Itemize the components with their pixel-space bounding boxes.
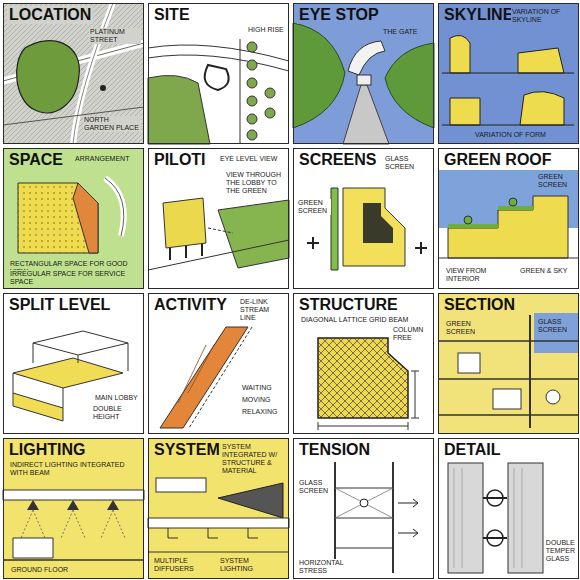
sketch-annotation: THE GATE	[382, 28, 418, 36]
sketch-panel: PILOTI EYE LEVEL VIEW VIEW THROUGH THE LOB…	[148, 148, 289, 289]
space-sketch	[3, 148, 144, 289]
system-sketch	[148, 438, 289, 579]
sketch-panel: TENSION GLASS SCREEN HORIZONTAL STRESS	[293, 438, 434, 579]
panel-title: SPACE	[7, 151, 65, 169]
activity-sketch	[148, 293, 289, 434]
sketch-annotation: GREEN SCREEN	[445, 320, 497, 336]
sketch-annotation: IRREGULAR SPACE FOR SERVICE SPACE	[9, 270, 141, 286]
sketch-annotation: DOUBLE TEMPER GLASS	[545, 539, 578, 563]
panel-title: SPLIT LEVEL	[7, 296, 112, 314]
piloti-sketch	[148, 148, 289, 289]
split-level-sketch	[3, 293, 144, 434]
panel-title: ACTIVITY	[152, 296, 229, 314]
sketch-annotation: GREEN SCREEN	[297, 199, 331, 215]
sketch-panel: SKYLINEVARIATION OF SKYLINE VARIATION OF …	[438, 3, 579, 144]
panel-title: LIGHTING	[7, 441, 87, 459]
panel-title: SITE	[152, 6, 192, 24]
sketch-annotation: HORIZONTAL STRESS	[298, 559, 360, 575]
panel-title: STRUCTURE	[297, 296, 400, 314]
sketch-annotation: DE-LINK STREAM LINE	[239, 298, 287, 322]
sketch-annotation: GLASS SCREEN	[298, 479, 334, 495]
sketch-annotation: COLUMN FREE	[392, 326, 433, 342]
panel-title: SECTION	[442, 296, 517, 314]
sketch-annotation: RELAXING	[241, 408, 278, 416]
sketch-annotation: VIEW FROM INTERIOR	[445, 267, 517, 283]
sketch-annotation: EYE LEVEL VIEW	[219, 155, 278, 163]
screens-sketch	[293, 148, 434, 289]
lighting-sketch	[3, 438, 144, 579]
sketch-annotation: VARIATION OF FORM	[474, 131, 547, 139]
sketch-annotation: GLASS SCREEN	[384, 155, 432, 171]
detail-sketch	[438, 438, 579, 579]
sketch-annotation: MULTIPLE DIFFUSERS	[153, 557, 210, 573]
sketch-annotation: INDIRECT LIGHTING INTEGRATED WITH BEAM	[9, 461, 141, 477]
sketch-panel: SPLIT LEVEL MAIN LOBBY DOUBLE HEIGHT	[3, 293, 144, 434]
sketch-panel: STRUCTURE DIAGONAL LATTICE GRID BEAM COLUM…	[293, 293, 434, 434]
panel-title: SCREENS	[297, 151, 378, 169]
sketch-panel: SCREENS GLASS SCREEN GREEN SCREEN	[293, 148, 434, 289]
sketch-annotation: DIAGONAL LATTICE GRID BEAM	[300, 316, 409, 324]
sketch-panel: LOCATION PLATINUM STREET NORTH GARDEN PLAC…	[3, 3, 144, 144]
site-sketch	[148, 3, 289, 144]
panel-title: SKYLINE	[442, 6, 515, 24]
sketch-annotation: HIGH RISE	[247, 26, 285, 34]
section-sketch	[438, 293, 579, 434]
sketch-annotation: GROUND FLOOR	[10, 566, 69, 574]
panel-title: DETAIL	[442, 441, 503, 459]
sketch-panel: SYSTEMSYSTEM INTEGRATED W/ STRUCTURE & M…	[148, 438, 289, 579]
sketch-annotation: DOUBLE HEIGHT	[92, 405, 142, 421]
panel-title: EYE STOP	[297, 6, 381, 24]
sketch-annotation: SYSTEM LIGHTING	[219, 557, 283, 573]
location-sketch	[3, 3, 144, 144]
sketch-annotation: MOVING	[241, 396, 271, 404]
panel-title: GREEN ROOF	[442, 151, 554, 169]
panel-title: PILOTI	[152, 151, 208, 169]
sketch-annotation: VIEW THROUGH THE LOBBY TO THE GREEN	[225, 171, 287, 195]
sketch-panel: DETAIL DOUBLE TEMPER GLASS	[438, 438, 579, 579]
sketch-panel: GREEN ROOF GREEN SCREEN VIEW FROM INTERIOR…	[438, 148, 579, 289]
sketch-panel: SPACEARRANGEMENTRECTANGULAR SPACE FOR GO…	[3, 148, 144, 289]
sketch-annotation: WAITING	[241, 384, 273, 392]
sketch-annotation: GREEN & SKY	[519, 267, 568, 275]
eye-stop-sketch	[293, 3, 434, 144]
skyline-sketch	[438, 3, 579, 144]
sketch-annotation: ARRANGEMENT	[74, 155, 130, 163]
sketch-panel: SECTION GLASS SCREEN GREEN SCREEN	[438, 293, 579, 434]
panel-title: TENSION	[297, 441, 372, 459]
tension-sketch	[293, 438, 434, 579]
sketch-panel: SITE HIGH RISE	[148, 3, 289, 144]
sketch-annotation: MAIN LOBBY	[94, 394, 139, 402]
sketch-annotation: GREEN SCREEN	[537, 173, 578, 189]
sketch-annotation: VARIATION OF SKYLINE	[511, 8, 577, 24]
green-roof-sketch	[438, 148, 579, 289]
sketch-panel: EYE STOPTHE GATE	[293, 3, 434, 144]
sketch-annotation: NORTH GARDEN PLACE	[83, 116, 141, 132]
sketch-panel: ACTIVITY DE-LINK STREAM LINE WAITING MOVING…	[148, 293, 289, 434]
sketch-panel: LIGHTING INDIRECT LIGHTING INTEGRATED WIT…	[3, 438, 144, 579]
sketch-annotation: GLASS SCREEN	[537, 318, 578, 334]
panel-title: LOCATION	[7, 6, 93, 24]
structure-sketch	[293, 293, 434, 434]
panel-title: SYSTEM	[152, 441, 222, 459]
sketch-annotation: SYSTEM INTEGRATED W/ STRUCTURE & MATERIA…	[221, 443, 287, 475]
sketch-annotation: PLATINUM STREET	[89, 28, 141, 44]
